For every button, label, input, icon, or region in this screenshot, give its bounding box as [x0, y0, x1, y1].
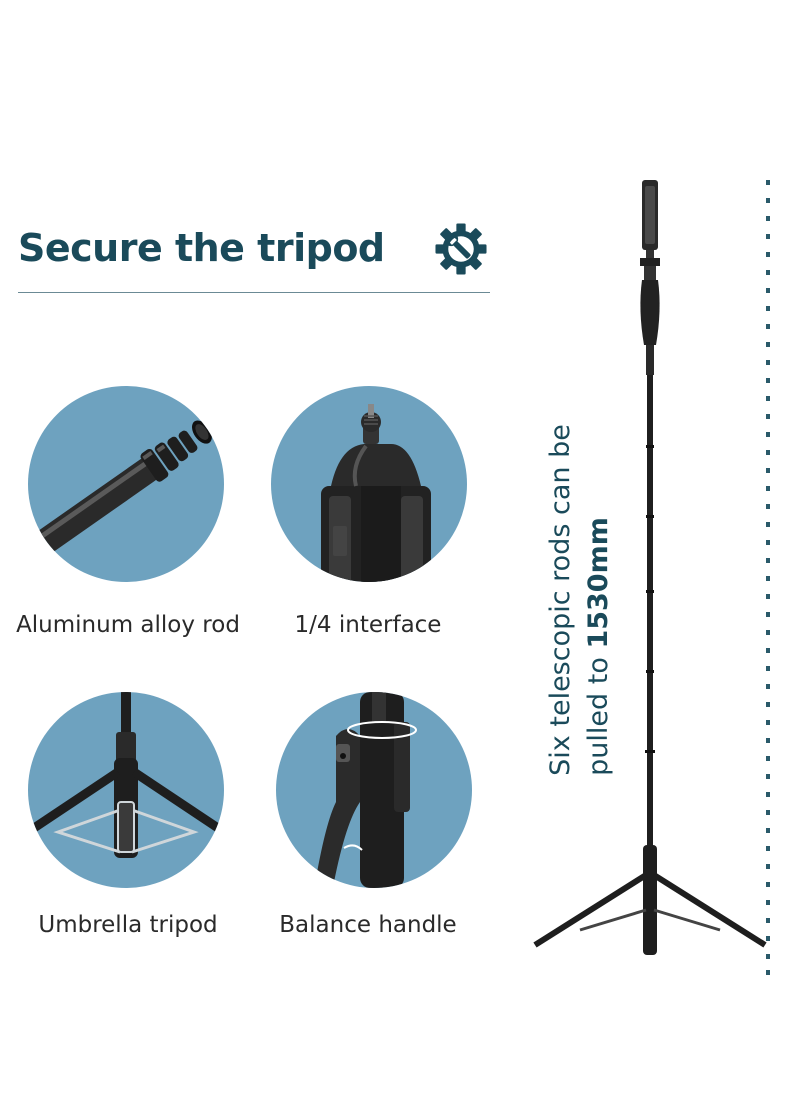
selfie-stick-tripod-image [533, 180, 767, 955]
feature-label: Aluminum alloy rod [16, 612, 240, 638]
title-divider [18, 292, 490, 293]
phone-clamp-mount-image [271, 386, 467, 582]
feature-label: 1/4 interface [294, 612, 442, 638]
gear-wrench-icon [435, 223, 487, 275]
feature-label: Umbrella tripod [38, 912, 218, 938]
feature-label: Balance handle [279, 912, 457, 938]
telescopic-rod-image [28, 386, 224, 582]
height-ruler [766, 180, 770, 975]
balance-handle-image [276, 692, 472, 888]
tripod-legs-image [28, 692, 224, 888]
page-title: Secure the tripod [18, 226, 385, 270]
